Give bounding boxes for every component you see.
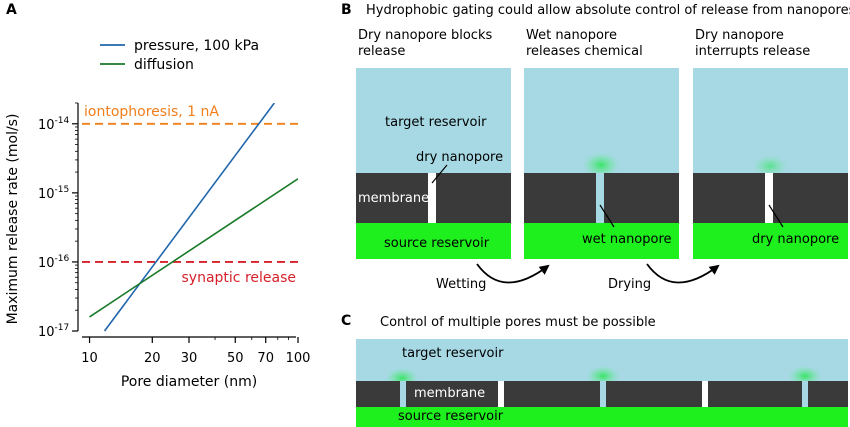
iontophoresis-label: iontophoresis, 1 nA xyxy=(84,104,219,120)
x-axis-label: Pore diameter (nm) xyxy=(121,374,257,390)
source-reservoir-3 xyxy=(693,223,848,259)
membrane-1-right xyxy=(436,173,511,223)
panel-c-diagram xyxy=(356,339,848,427)
label-dry-nanopore-1: dry nanopore xyxy=(416,150,504,165)
c-pore-5 xyxy=(802,381,808,407)
legend-label-1: diffusion xyxy=(134,57,194,73)
release-glow-3 xyxy=(751,154,789,178)
panel-c-title: Control of multiple pores must be possib… xyxy=(380,315,656,330)
caption-col2-line1: Wet nanopore xyxy=(526,28,617,43)
y-tick-label-2: 10-15 xyxy=(38,185,69,202)
caption-col3-line1: Dry nanopore xyxy=(695,28,784,43)
source-reservoir-2 xyxy=(524,223,679,259)
y-tick-label-1: 10-16 xyxy=(38,254,70,271)
label-target-reservoir: target reservoir xyxy=(385,115,487,130)
series-line-1 xyxy=(89,178,298,318)
membrane-1-left xyxy=(356,173,428,223)
c-membrane-seg-1 xyxy=(356,381,400,407)
source-reservoir-1 xyxy=(356,223,511,259)
drying-arrow xyxy=(646,263,720,284)
panel-b-box-2 xyxy=(524,68,679,259)
label-dry-nanopore-3: dry nanopore xyxy=(752,232,840,247)
caption-col2-line2: releases chemical xyxy=(526,44,643,59)
c-pore-1 xyxy=(400,381,406,407)
y-axis-label: Maximum release rate (mol/s) xyxy=(5,114,21,325)
c-membrane-seg-3 xyxy=(504,381,600,407)
c-membrane-seg-2 xyxy=(406,381,498,407)
caption-col1: Dry nanopore blocks release xyxy=(358,28,492,60)
panel-a-label: A xyxy=(6,2,17,18)
caption-col2: Wet nanopore releases chemical xyxy=(526,28,643,60)
c-pore-2 xyxy=(498,381,504,407)
panel-b-label: B xyxy=(341,2,352,18)
label-source-reservoir: source reservoir xyxy=(384,236,490,251)
wet-nanopore-pointer xyxy=(599,204,615,228)
synaptic-release-label: synaptic release xyxy=(182,270,297,286)
c-label-source-reservoir: source reservoir xyxy=(398,409,504,424)
nanopore-3-dry xyxy=(765,173,773,223)
nanopore-2-wet xyxy=(596,173,604,223)
panel-b-title: Hydrophobic gating could allow absolute … xyxy=(366,3,850,18)
panel-b-box-1 xyxy=(356,68,511,259)
c-membrane-seg-4 xyxy=(606,381,702,407)
caption-col3-line2: interrupts release xyxy=(695,44,811,59)
membrane-3-right xyxy=(773,173,848,223)
dry-nanopore-pointer-1 xyxy=(431,164,448,184)
c-source-reservoir xyxy=(356,407,848,427)
caption-col1-line1: Dry nanopore blocks xyxy=(358,28,493,43)
caption-col1-line2: release xyxy=(358,44,406,59)
c-membrane-seg-5 xyxy=(708,381,802,407)
x-tick-label-0: 10 xyxy=(81,351,98,366)
c-membrane-seg-6 xyxy=(808,381,848,407)
y-tick-label-0: 10-17 xyxy=(38,323,69,340)
x-tick-label-4: 70 xyxy=(257,351,274,366)
wetting-arrow xyxy=(476,263,550,284)
panel-b-box-3 xyxy=(693,68,848,259)
membrane-2-left xyxy=(524,173,596,223)
label-wetting: Wetting xyxy=(436,277,487,292)
c-pore-3 xyxy=(600,381,606,407)
label-membrane: membrane xyxy=(358,191,430,206)
panel-c-label: C xyxy=(341,313,352,329)
caption-col3: Dry nanopore interrupts release xyxy=(695,28,810,60)
x-tick-label-2: 30 xyxy=(181,351,198,366)
legend-label-0: pressure, 100 kPa xyxy=(134,38,259,54)
nanopore-1-dry xyxy=(428,173,436,223)
c-label-target-reservoir: target reservoir xyxy=(402,346,504,361)
target-reservoir-1 xyxy=(356,68,511,173)
label-wet-nanopore: wet nanopore xyxy=(582,232,672,247)
y-tick-label-3: 10-14 xyxy=(38,116,70,133)
c-pore-4 xyxy=(702,381,708,407)
x-tick-label-1: 20 xyxy=(144,351,161,366)
release-glow-2 xyxy=(581,151,621,179)
label-drying: Drying xyxy=(608,277,652,292)
release-rate-chart: 10-17 10-16 10-15 10-14 10 20 30 50 70 100 ionto… xyxy=(5,38,311,390)
dry-nanopore-pointer-3 xyxy=(768,204,784,228)
x-tick-label-5: 100 xyxy=(286,351,311,366)
membrane-3-left xyxy=(693,173,765,223)
membrane-2-right xyxy=(604,173,679,223)
series-line-0 xyxy=(103,103,275,332)
x-tick-label-3: 50 xyxy=(227,351,244,366)
c-label-membrane: membrane xyxy=(414,386,486,401)
